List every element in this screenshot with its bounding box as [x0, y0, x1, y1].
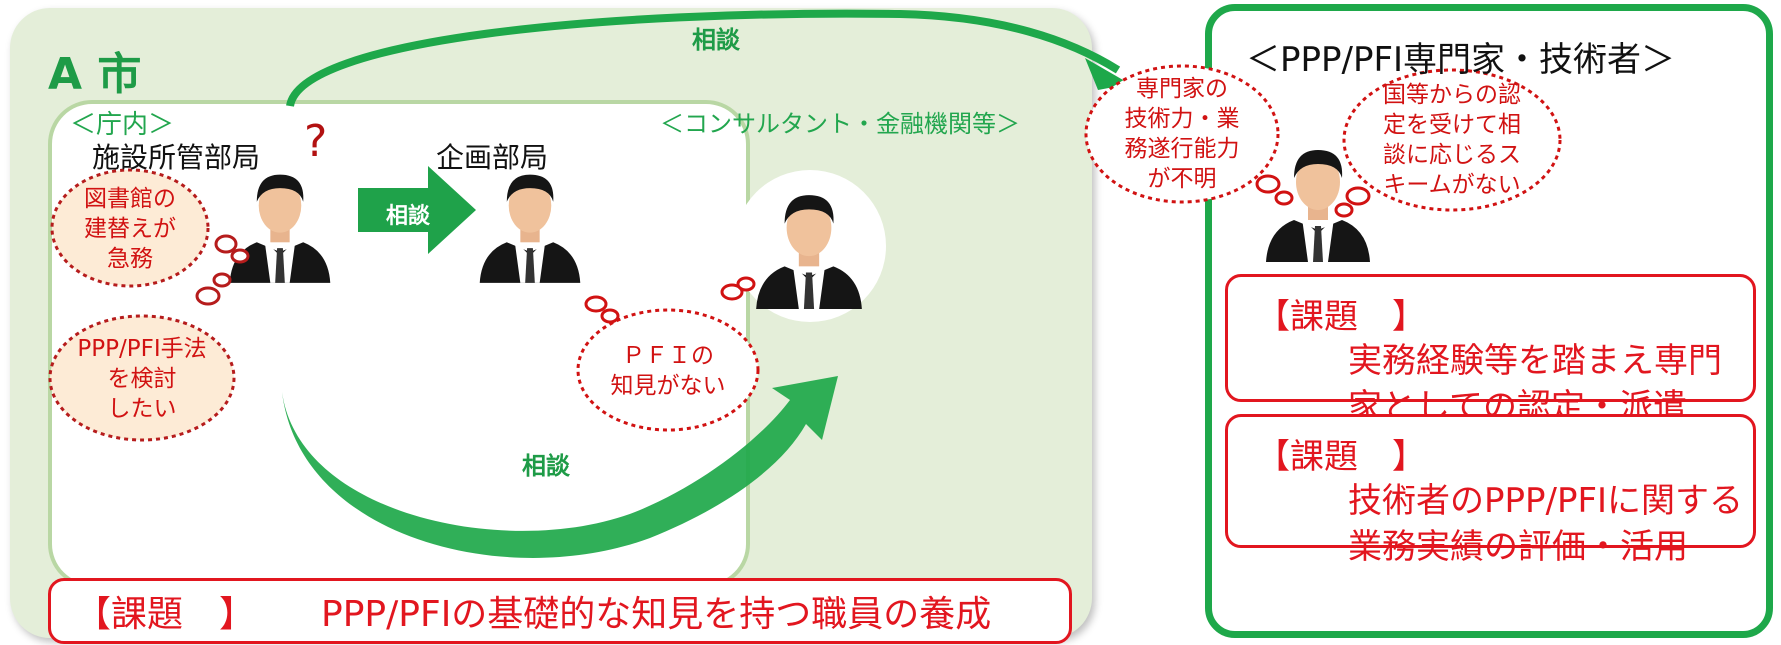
- bubble-line: 技術力・業: [1124, 106, 1240, 132]
- consult-label-top: 相談: [692, 26, 740, 54]
- consult-arrow-top: [286, 9, 1121, 108]
- bubble-line: キームがない: [1383, 172, 1521, 198]
- task-bracket: 【課題 】: [75, 594, 256, 635]
- bubble-expert-right: [1342, 68, 1562, 212]
- expert-task1-box: 【課題 】 実務経験等を踏まえ専門 家としての認定・派遣: [1225, 274, 1756, 427]
- bubble-library: [50, 168, 210, 288]
- bubble-pfi-text: ＰＦＩの 知見がない: [580, 336, 756, 406]
- question-mark: ?: [304, 116, 327, 167]
- consult-arrow-bottom: [282, 376, 838, 558]
- city-task-box: 【課題 】 PPP/PFIの基礎的な知見を持つ職員の養成: [48, 578, 1072, 644]
- facility-person-icon: [229, 174, 331, 283]
- task-line: 技術者のPPP/PFIに関する: [1348, 481, 1744, 521]
- bubble-line: 専門家の: [1136, 76, 1228, 102]
- planning-person-icon: [479, 174, 581, 283]
- bubble-line: が不明: [1147, 166, 1217, 192]
- bubble-line: 定を受けて相: [1383, 112, 1521, 138]
- bubble-ppp-text: PPP/PFI手法 を検討 したい: [52, 326, 232, 432]
- task-line: 実務経験等を踏まえ専門: [1348, 341, 1722, 381]
- bubble-line: 談に応じるス: [1383, 142, 1521, 168]
- bubble-expert-left: [1084, 64, 1280, 204]
- consultant-label: ＜コンサルタント・金融機関等＞: [660, 110, 1020, 138]
- bubble-line: 急務: [107, 246, 153, 272]
- expert-task2-box: 【課題 】 技術者のPPP/PFIに関する 業務実績の評価・活用: [1225, 414, 1756, 567]
- bubble-line: 図書館の: [84, 186, 176, 212]
- city-title: A 市: [48, 49, 142, 100]
- task-line: 業務実績の評価・活用: [1348, 527, 1688, 567]
- bubble-line: 知見がない: [610, 373, 726, 399]
- bubble-line: 国等からの認: [1383, 82, 1521, 108]
- task-bracket: 【課題 】: [1256, 297, 1426, 337]
- consult-label-bottom: 相談: [522, 452, 570, 480]
- bubble-line: 建替えが: [84, 216, 176, 242]
- bubble-pfi: [576, 308, 760, 432]
- consult-label-mid: 相談: [386, 204, 431, 229]
- facility-dept-label: 施設所管部局: [92, 141, 261, 174]
- bubble-expert-left-text: 専門家の 技術力・業 務遂行能力 が不明: [1094, 74, 1270, 194]
- expert-title: ＜PPP/PFI専門家・技術者＞: [1246, 40, 1676, 80]
- planning-dept-label: 企画部局: [436, 141, 549, 174]
- bubble-library-text: 図書館の 建替えが 急務: [54, 176, 206, 282]
- office-label: ＜庁内＞: [70, 110, 175, 140]
- bubble-ppp: [48, 314, 236, 442]
- task-bracket: 【課題 】: [1256, 437, 1426, 477]
- consult-arrow-mid: [358, 166, 476, 254]
- bubble-line: を検討: [107, 366, 177, 392]
- bubble-line: したい: [107, 396, 177, 422]
- bubble-line: ＰＦＩの: [622, 343, 714, 369]
- task-text: PPP/PFIの基礎的な知見を持つ職員の養成: [321, 594, 992, 635]
- bubble-line: PPP/PFI手法: [77, 336, 207, 362]
- bubble-expert-right-text: 国等からの認 定を受けて相 談に応じるス キームがない: [1352, 80, 1552, 200]
- bubble-line: 務遂行能力: [1124, 136, 1240, 162]
